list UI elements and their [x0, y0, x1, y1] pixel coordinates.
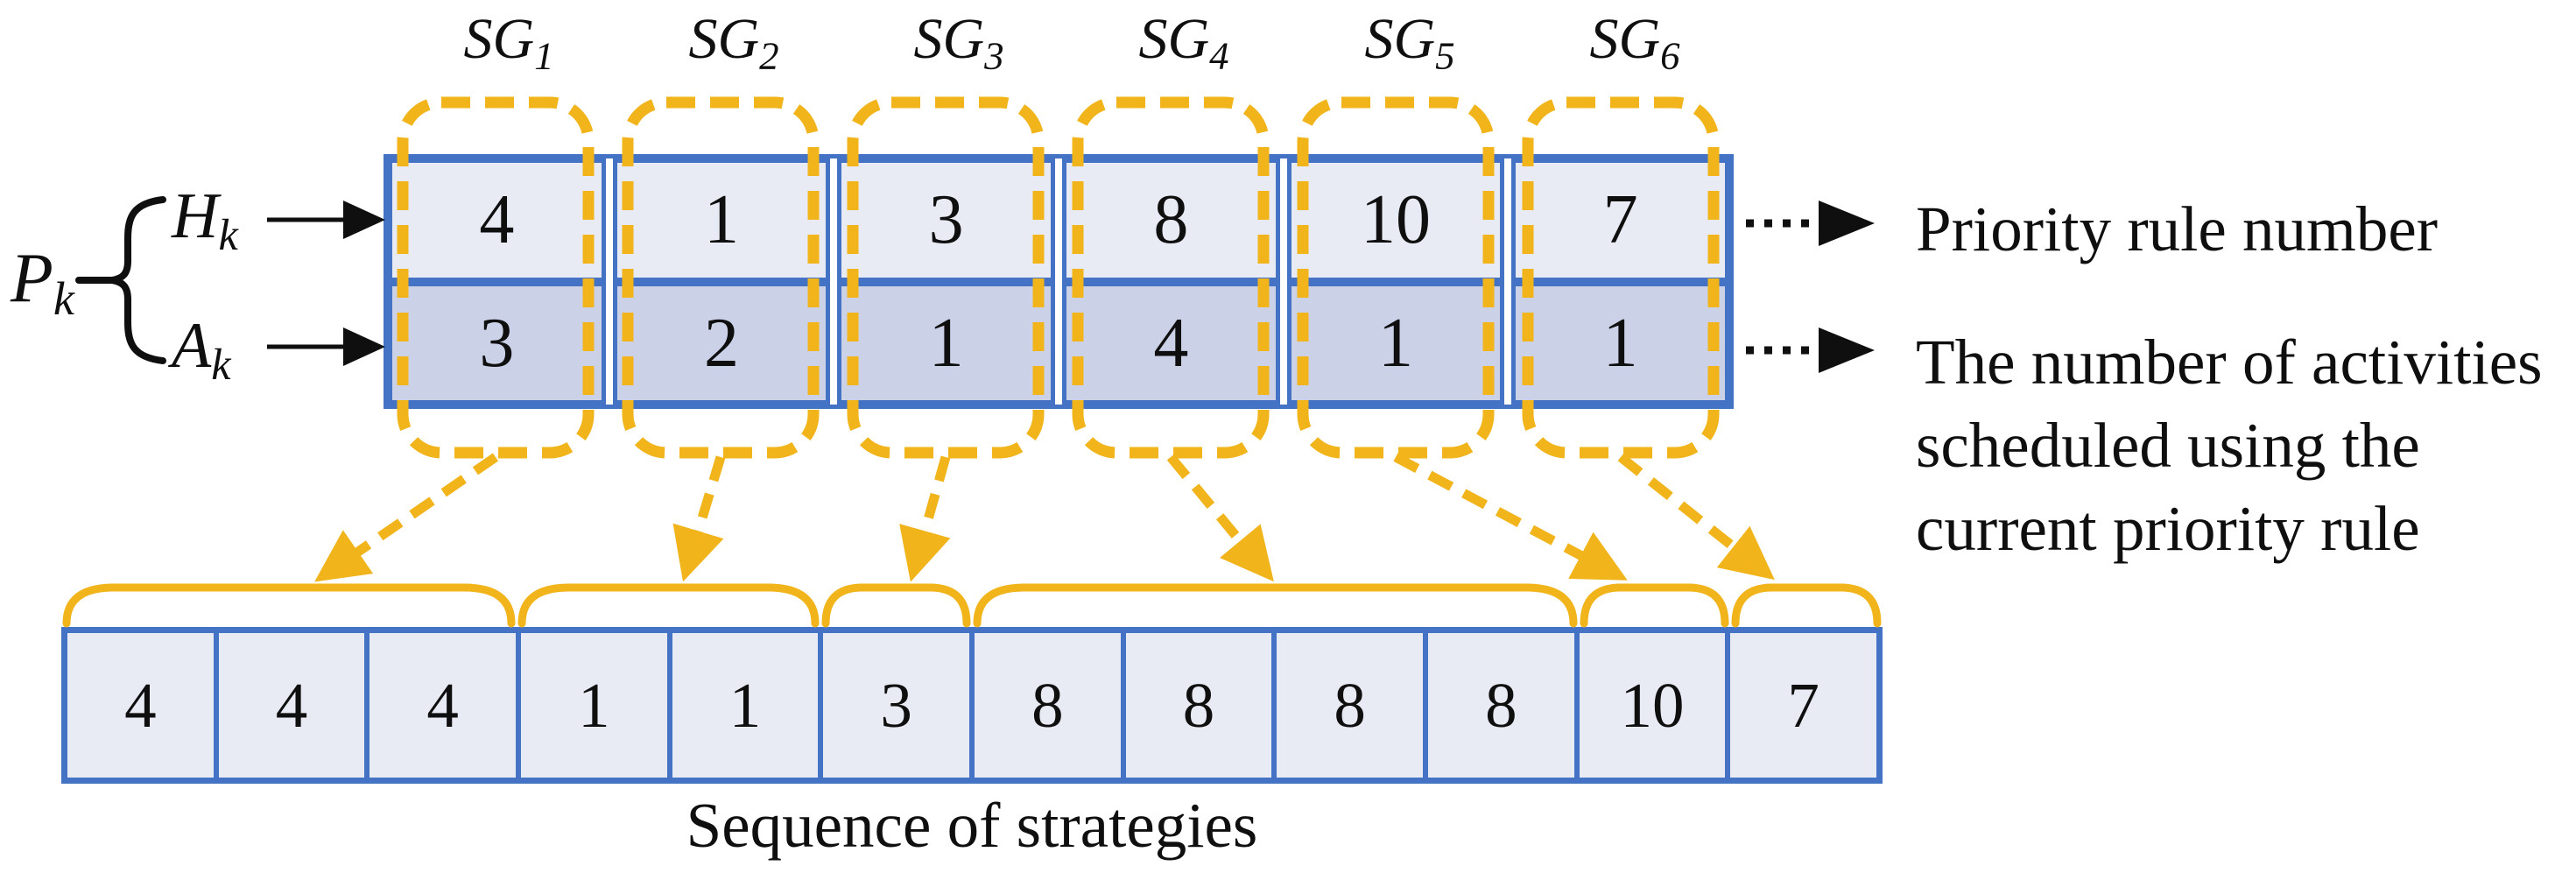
annotation-line: current priority rule — [1916, 493, 2420, 564]
sg-base: SG — [913, 7, 985, 71]
hk-cell: 1 — [612, 158, 831, 282]
annotation-line: The number of activities — [1916, 327, 2543, 398]
sequence-cell: 1 — [518, 630, 670, 780]
sequence-cell: 7 — [1728, 630, 1879, 780]
sequence-cell: 8 — [1123, 630, 1275, 780]
sg-base: SG — [688, 7, 760, 71]
ak-cell: 1 — [1511, 281, 1729, 405]
hk-subscript: k — [218, 210, 238, 260]
strategy-group-label-4: SG4 — [1138, 11, 1229, 78]
sequence-table: 4 4 4 1 1 3 8 8 8 8 10 7 — [61, 627, 1883, 784]
activity-count-annotation: The number of activities scheduled using… — [1916, 320, 2543, 570]
sequence-cell: 8 — [972, 630, 1123, 780]
priority-rule-annotation: Priority rule number — [1916, 194, 2439, 264]
sequence-cell: 8 — [1274, 630, 1425, 780]
ak-cell: 1 — [837, 281, 1055, 405]
sg-subscript: 6 — [1660, 33, 1680, 78]
row-label-hk: Hk — [172, 184, 238, 257]
vector-label-pk: Pk — [11, 243, 74, 323]
hk-row-arrow — [267, 201, 385, 239]
activity-count-dotted-arrow — [1746, 327, 1875, 373]
strategy-group-label-1: SG1 — [463, 11, 554, 78]
sequence-cell: 4 — [215, 630, 368, 780]
sg-subscript: 3 — [984, 33, 1004, 78]
ak-subscript: k — [211, 340, 231, 390]
ak-row-arrow — [267, 327, 385, 366]
hk-cell: 10 — [1286, 158, 1505, 282]
group-to-sequence-arrows — [314, 453, 1775, 582]
ak-cell: 4 — [1062, 281, 1280, 405]
ak-cell: 1 — [1286, 281, 1505, 405]
hk-cell: 4 — [388, 158, 606, 282]
sequence-cell: 4 — [65, 630, 216, 780]
hk-base: H — [172, 180, 219, 252]
priority-vector-table: 4 1 3 8 10 7 3 2 1 4 1 1 — [384, 154, 1734, 409]
pk-curly-brace — [75, 196, 166, 364]
sg-subscript: 4 — [1209, 33, 1229, 78]
ak-cell: 3 — [388, 281, 606, 405]
row-label-ak: Ak — [172, 313, 231, 386]
ak-base: A — [172, 310, 212, 382]
strategy-group-label-5: SG5 — [1364, 11, 1455, 78]
sg-base: SG — [1138, 7, 1210, 71]
sequence-caption: Sequence of strategies — [686, 790, 1258, 861]
hk-cell: 7 — [1511, 158, 1729, 282]
ak-cell: 2 — [612, 281, 831, 405]
sequence-cell: 4 — [367, 630, 518, 780]
priority-rule-dotted-arrow — [1746, 201, 1875, 246]
sg-subscript: 5 — [1435, 33, 1455, 78]
hk-cell: 3 — [837, 158, 1055, 282]
pk-subscript: k — [53, 272, 75, 326]
annotation-line: scheduled using the — [1916, 410, 2420, 481]
hk-cell: 8 — [1062, 158, 1280, 282]
sg-base: SG — [463, 7, 535, 71]
strategy-group-label-3: SG3 — [913, 11, 1004, 78]
sequence-group-braces — [62, 583, 1882, 628]
sequence-cell: 8 — [1425, 630, 1577, 780]
sg-subscript: 1 — [534, 33, 554, 78]
pk-base: P — [11, 240, 53, 317]
sg-base: SG — [1589, 7, 1661, 71]
sequence-cell: 1 — [669, 630, 821, 780]
strategy-group-label-2: SG2 — [688, 11, 779, 78]
sequence-cell: 10 — [1576, 630, 1728, 780]
sg-subscript: 2 — [759, 33, 779, 78]
sg-base: SG — [1364, 7, 1436, 71]
strategy-group-label-6: SG6 — [1589, 11, 1680, 78]
sequence-cell: 3 — [820, 630, 972, 780]
